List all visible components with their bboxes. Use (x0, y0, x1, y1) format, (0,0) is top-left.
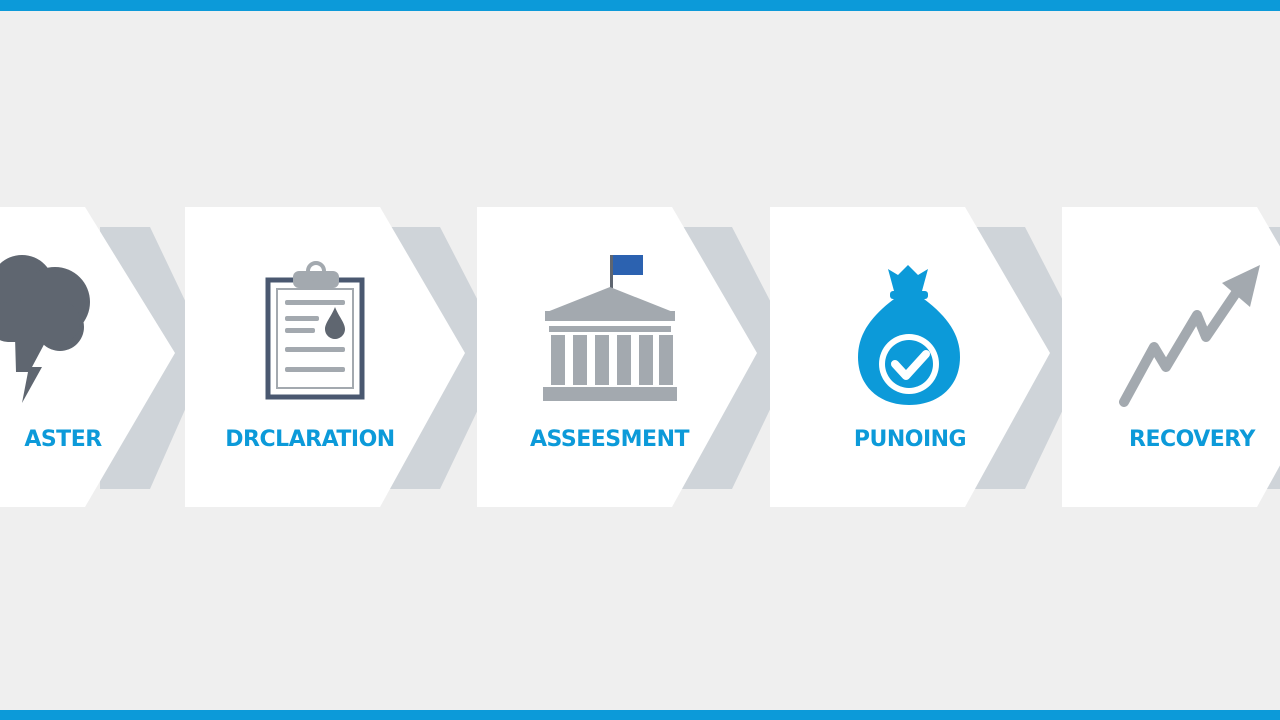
step-funding: PUNOING (770, 207, 1090, 510)
step-recovery: RECOVERY (1062, 207, 1280, 510)
step-label: PUNOING (853, 427, 967, 452)
step-label: DRCLARATION (225, 427, 395, 452)
step-label: ASSEESMENT (530, 427, 689, 452)
storm-cloud-icon (0, 255, 90, 403)
step-disaster: ASTER (0, 207, 210, 510)
money-bag-check-icon (858, 265, 960, 405)
top-accent-bar (0, 0, 1280, 11)
bottom-accent-bar (0, 710, 1280, 720)
government-building-icon (543, 255, 677, 401)
step-declaration: DRCLARATION (185, 207, 505, 510)
step-label: RECOVERY (1129, 427, 1255, 452)
step-label: ASTER (24, 427, 102, 452)
step-assessment: ASSEESMENT (477, 207, 797, 510)
upward-trend-arrow-icon (1119, 265, 1260, 407)
clipboard-icon (265, 261, 365, 400)
